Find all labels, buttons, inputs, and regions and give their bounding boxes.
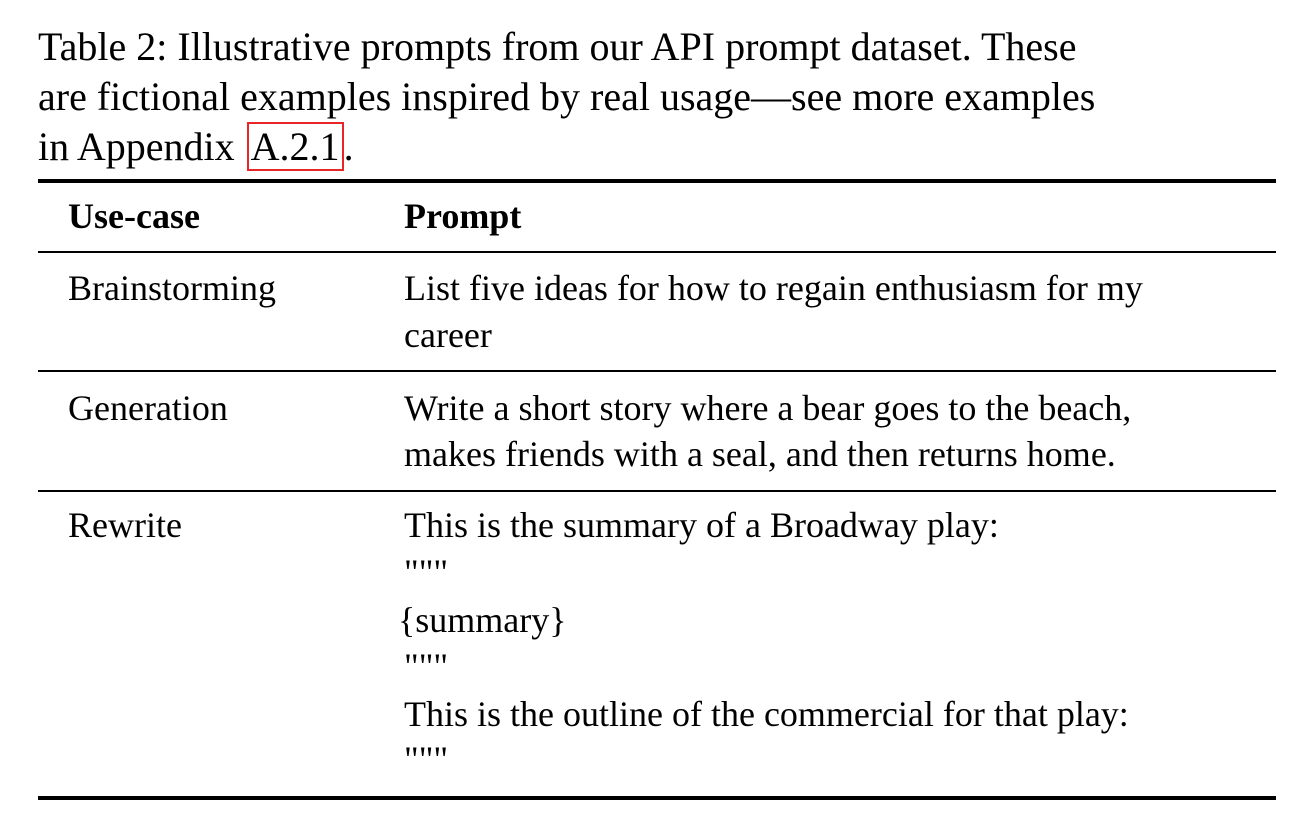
appendix-link[interactable]: A.2.1 (246, 122, 344, 171)
use-case-cell: Rewrite (68, 505, 182, 545)
bottom-rule (38, 796, 1276, 800)
row-rule (38, 490, 1276, 492)
caption-suffix: . (343, 124, 354, 169)
prompt-line: Write a short story where a bear goes to… (404, 388, 1132, 428)
caption-line-1: Table 2: Illustrative prompts from our A… (38, 24, 1077, 69)
prompt-line: career (404, 315, 492, 355)
prompt-line: """ (404, 646, 449, 686)
row-rule (38, 370, 1276, 372)
prompt-line: """ (404, 552, 449, 592)
header-use-case: Use-case (68, 196, 200, 236)
prompt-line: List five ideas for how to regain enthus… (404, 268, 1143, 308)
top-rule (38, 179, 1276, 183)
caption-prefix: in Appendix (38, 124, 245, 169)
header-rule (38, 251, 1276, 253)
table-caption: Table 2: Illustrative prompts from our A… (38, 22, 1278, 172)
prompt-line: This is the outline of the commercial fo… (404, 694, 1129, 734)
prompt-line: makes friends with a seal, and then retu… (404, 434, 1116, 474)
use-case-cell: Brainstorming (68, 268, 276, 308)
caption-line-3: in Appendix A.2.1. (38, 122, 1278, 172)
prompt-line: This is the summary of a Broadway play: (404, 505, 999, 545)
caption-line-2: are fictional examples inspired by real … (38, 74, 1096, 119)
header-prompt: Prompt (404, 196, 522, 236)
prompt-line: {summary} (398, 600, 567, 640)
prompt-line: """ (404, 739, 449, 779)
use-case-cell: Generation (68, 388, 228, 428)
